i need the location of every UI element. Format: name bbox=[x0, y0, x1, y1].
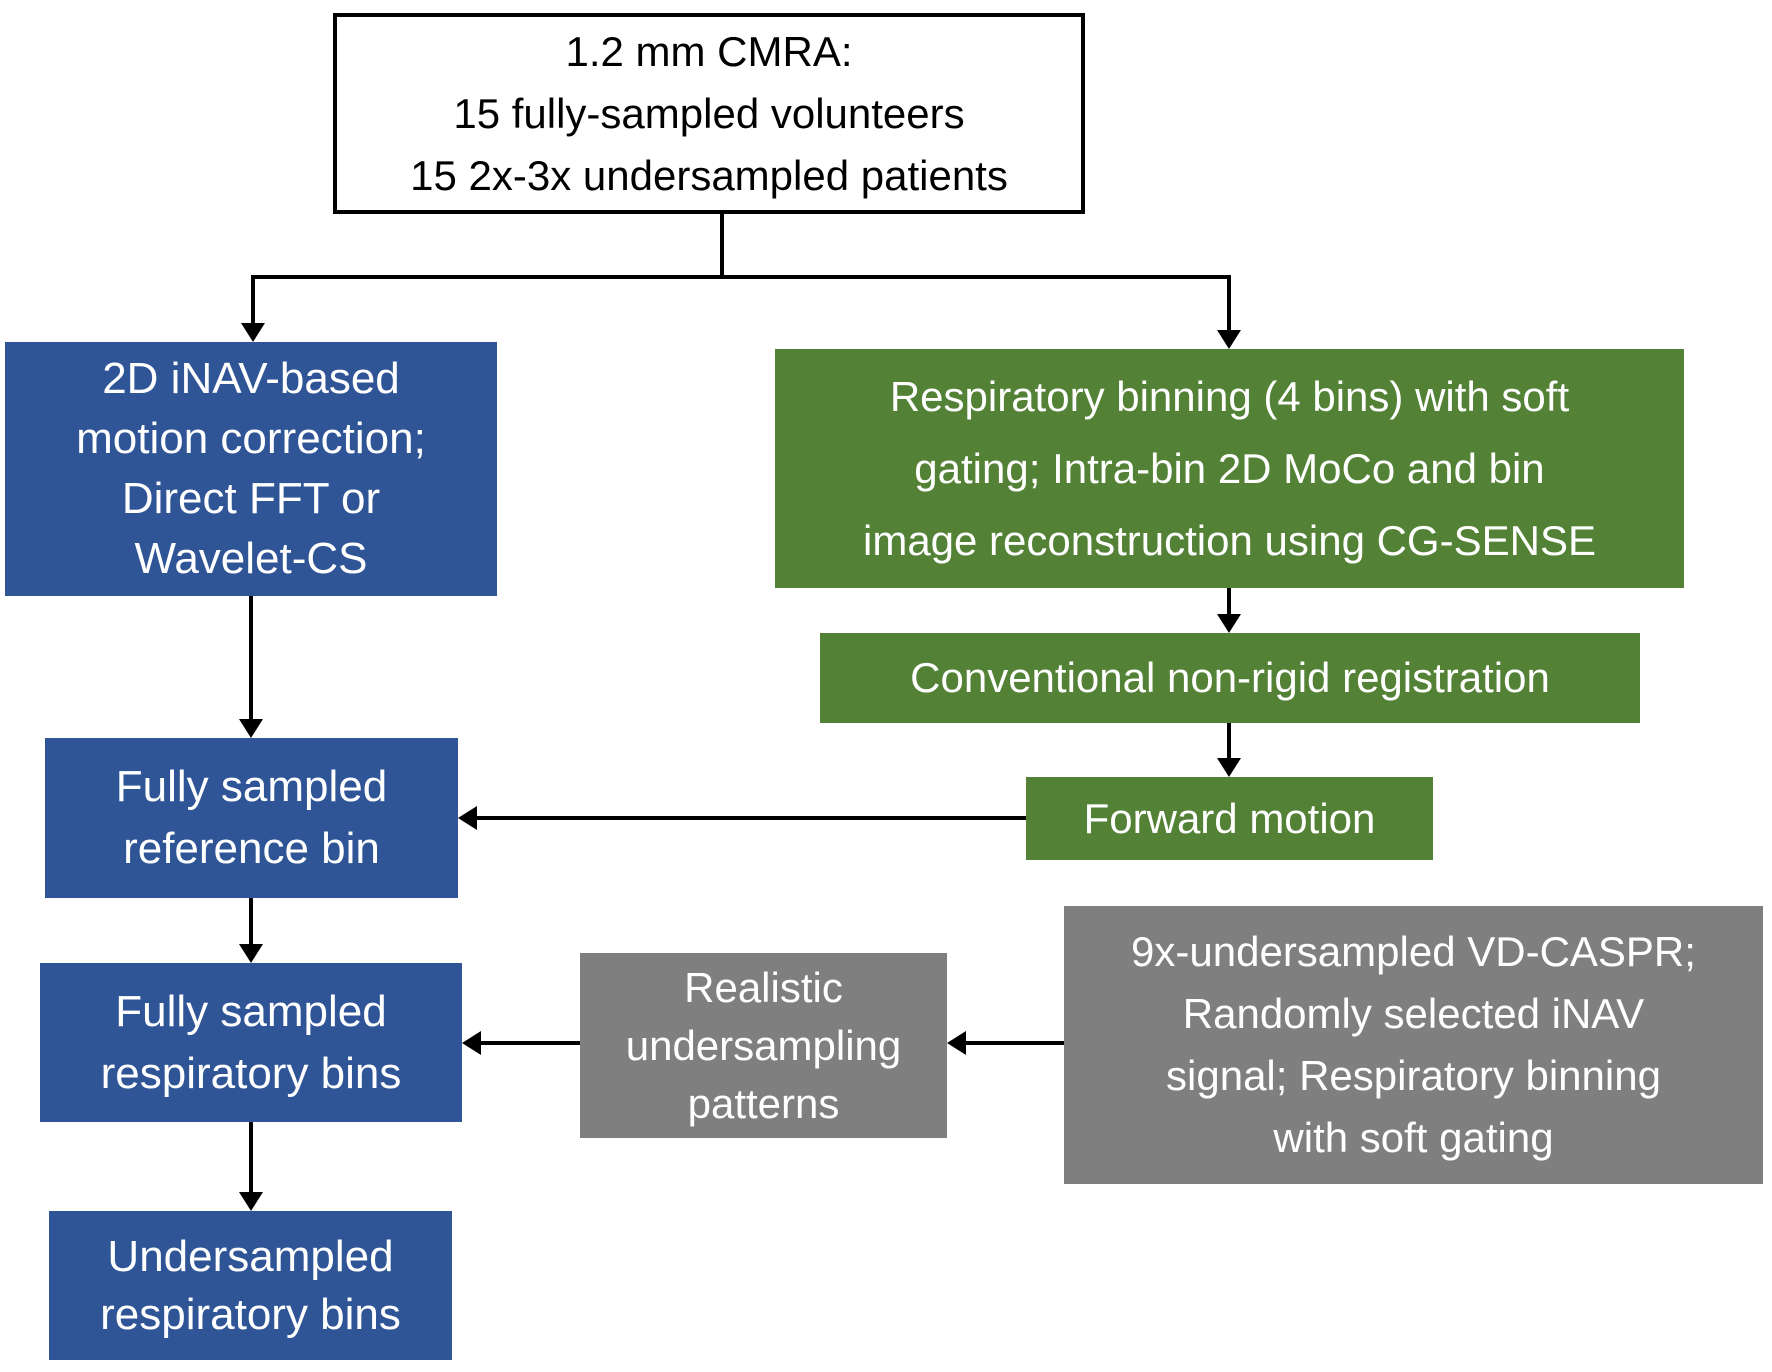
arrowhead-fullbins-undersampledbins-icon bbox=[239, 1192, 263, 1211]
connector-branch-right bbox=[1227, 275, 1231, 331]
connector-forwardmotion-referencebin bbox=[476, 816, 1026, 820]
arrowhead-moco-referencebin-icon bbox=[239, 719, 263, 738]
node-nonrigid-registration: Conventional non-rigid registration bbox=[820, 633, 1640, 723]
connector-fullbins-undersampledbins bbox=[249, 1122, 253, 1193]
arrowhead-vdcaspr-patterns-icon bbox=[947, 1031, 966, 1055]
arrowhead-forwardmotion-referencebin-icon bbox=[458, 806, 477, 830]
node-reference-bin: Fully sampled reference bin bbox=[45, 738, 458, 898]
node-full-respiratory-bins: Fully sampled respiratory bins bbox=[40, 963, 462, 1122]
node-forward-motion: Forward motion bbox=[1026, 777, 1433, 860]
node-vdcaspr: 9x-undersampled VD-CASPR; Randomly selec… bbox=[1064, 906, 1763, 1184]
arrowhead-registration-forwardmotion-icon bbox=[1217, 758, 1241, 777]
node-inav-motion-correction: 2D iNAV-based motion correction; Direct … bbox=[5, 342, 497, 596]
connector-binning-registration bbox=[1227, 588, 1231, 615]
node-undersampling-patterns: Realistic undersampling patterns bbox=[580, 953, 947, 1138]
connector-vdcaspr-patterns bbox=[965, 1041, 1064, 1045]
connector-cohort-stem bbox=[720, 214, 724, 277]
connector-referencebin-fullbins bbox=[249, 898, 253, 945]
node-respiratory-binning: Respiratory binning (4 bins) with soft g… bbox=[775, 349, 1684, 588]
node-undersampled-bins: Undersampled respiratory bins bbox=[49, 1211, 452, 1360]
connector-branch-bar bbox=[251, 275, 1231, 279]
connector-registration-forwardmotion bbox=[1227, 723, 1231, 759]
arrowhead-branch-left-icon bbox=[241, 323, 265, 342]
arrowhead-branch-right-icon bbox=[1217, 330, 1241, 349]
arrowhead-patterns-fullbins-icon bbox=[462, 1031, 481, 1055]
arrowhead-binning-registration-icon bbox=[1217, 614, 1241, 633]
connector-branch-left bbox=[251, 275, 255, 324]
node-cohort: 1.2 mm CMRA: 15 fully-sampled volunteers… bbox=[333, 13, 1085, 214]
connector-patterns-fullbins bbox=[480, 1041, 580, 1045]
arrowhead-referencebin-fullbins-icon bbox=[239, 944, 263, 963]
connector-moco-referencebin bbox=[249, 596, 253, 720]
